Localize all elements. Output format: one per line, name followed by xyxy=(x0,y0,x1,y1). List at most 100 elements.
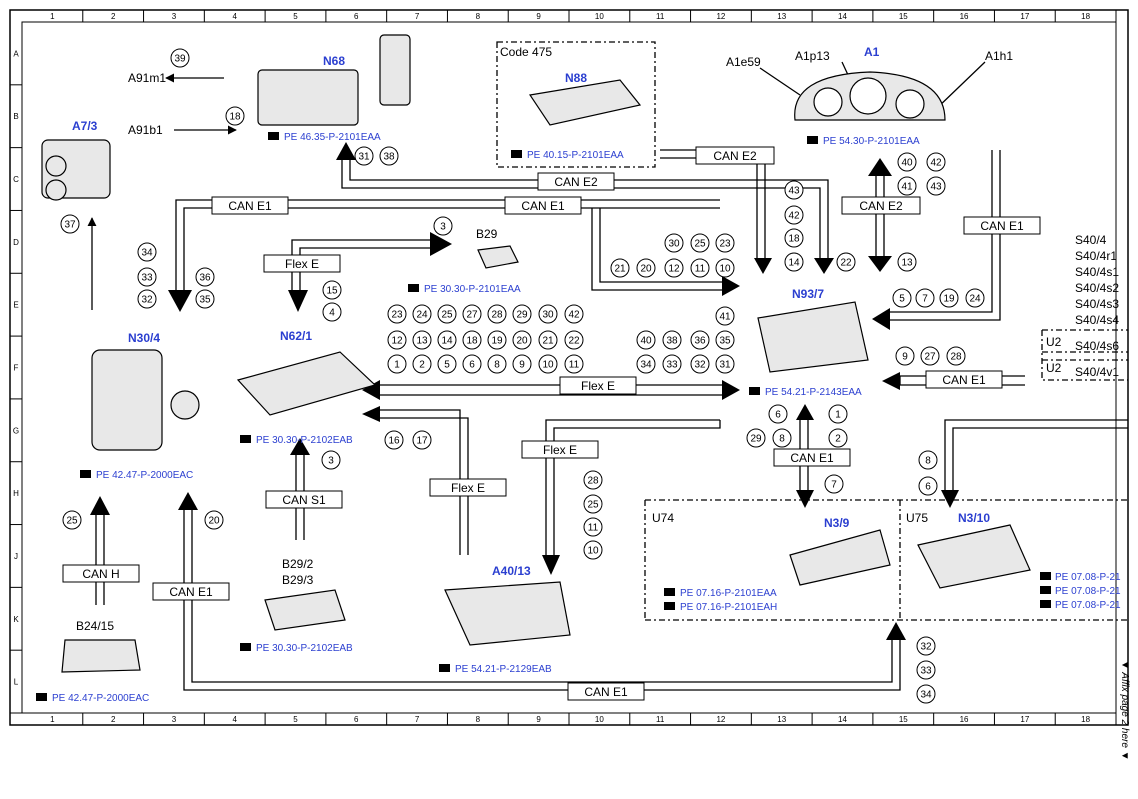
svg-text:2: 2 xyxy=(419,360,425,371)
n621-label[interactable]: N62/1 xyxy=(280,329,312,343)
pin-marker: 20 xyxy=(512,330,532,350)
bus-label-can-e1-mid[interactable]: CAN E1 xyxy=(504,196,582,215)
a4013-shape xyxy=(444,581,571,646)
pin-marker: 32 xyxy=(137,289,157,309)
svg-text:34: 34 xyxy=(920,690,932,701)
reference-book-icon xyxy=(268,132,279,140)
a73-port-2 xyxy=(45,179,67,201)
svg-text:29: 29 xyxy=(516,310,528,321)
svg-text:43: 43 xyxy=(788,186,800,197)
bus-label-can-e1-h[interactable]: CAN E1 xyxy=(773,448,851,467)
pin-marker: 40 xyxy=(897,152,917,172)
pin-marker: 18 xyxy=(462,330,482,350)
bus-label-can-e1-bottom[interactable]: CAN E1 xyxy=(567,682,645,701)
bus-label-can-e2-top[interactable]: CAN E2 xyxy=(695,146,775,165)
ref-b293[interactable]: PE 30.30-P-2102EAB xyxy=(256,643,353,654)
ref-n310-c[interactable]: PE 07.08-P-21 xyxy=(1055,600,1121,611)
svg-text:5: 5 xyxy=(899,294,905,305)
n88-label[interactable]: N88 xyxy=(565,71,587,85)
svg-text:22: 22 xyxy=(840,258,852,269)
svg-text:CAN E1: CAN E1 xyxy=(980,219,1024,233)
grid-col-label-top: 8 xyxy=(476,12,481,21)
svg-text:35: 35 xyxy=(199,295,211,306)
bus-label-flex-e-d[interactable]: Flex E xyxy=(263,254,341,273)
svg-text:CAN E1: CAN E1 xyxy=(521,199,565,213)
svg-text:5: 5 xyxy=(444,360,450,371)
bus-label-flex-e-f[interactable]: Flex E xyxy=(559,376,637,395)
svg-text:8: 8 xyxy=(779,434,785,445)
svg-text:38: 38 xyxy=(383,152,395,163)
svg-text:35: 35 xyxy=(719,336,731,347)
svg-text:37: 37 xyxy=(64,220,76,231)
ref-n304[interactable]: PE 42.47-P-2000EAC xyxy=(96,470,193,481)
bus-label-can-e1-f[interactable]: CAN E1 xyxy=(925,370,1003,389)
a1-label[interactable]: A1 xyxy=(864,45,880,59)
grid-col-label-bottom: 15 xyxy=(899,715,908,724)
n39-label[interactable]: N3/9 xyxy=(824,516,850,530)
bus-label-can-e1-right[interactable]: CAN E1 xyxy=(963,216,1041,235)
switch-s404s4: S40/4s4 xyxy=(1075,313,1119,327)
pin-marker: 24 xyxy=(965,288,985,308)
pin-marker: 38 xyxy=(662,330,682,350)
a1h1-label: A1h1 xyxy=(985,49,1013,63)
reference-book-icon xyxy=(408,284,419,292)
b293-label: B29/3 xyxy=(282,573,314,587)
pin-marker: 9 xyxy=(895,346,915,366)
grid-col-label-bottom: 6 xyxy=(354,715,359,724)
bus-label-can-h[interactable]: CAN H xyxy=(62,564,140,583)
ref-n39-b[interactable]: PE 07.16-P-2101EAH xyxy=(680,602,777,613)
code475-label: Code 475 xyxy=(500,45,552,59)
svg-text:Flex E: Flex E xyxy=(451,481,485,495)
bus-label-can-s1[interactable]: CAN S1 xyxy=(265,490,343,509)
pin-marker: 2 xyxy=(412,354,432,374)
bus-label-can-e1-left[interactable]: CAN E1 xyxy=(211,196,289,215)
grid-col-label-bottom: 13 xyxy=(777,715,786,724)
a4013-label[interactable]: A40/13 xyxy=(492,564,531,578)
a1-gauge-2 xyxy=(849,77,887,115)
a73-label[interactable]: A7/3 xyxy=(72,119,98,133)
svg-text:17: 17 xyxy=(416,436,428,447)
u2-label-a: U2 xyxy=(1046,335,1062,349)
svg-text:CAN E1: CAN E1 xyxy=(790,451,834,465)
n68-label[interactable]: N68 xyxy=(323,54,345,68)
svg-text:11: 11 xyxy=(695,264,706,275)
n310-label[interactable]: N3/10 xyxy=(958,511,990,525)
bus-label-can-e2-mid[interactable]: CAN E2 xyxy=(537,172,615,191)
ref-a4013[interactable]: PE 54.21-P-2129EAB xyxy=(455,664,552,675)
ref-n68[interactable]: PE 46.35-P-2101EAA xyxy=(284,132,381,143)
switch-s404s2: S40/4s2 xyxy=(1075,281,1119,295)
pin-marker: 8 xyxy=(487,354,507,374)
bus-label-flex-e-g[interactable]: Flex E xyxy=(521,440,599,459)
grid-row-label: J xyxy=(14,552,18,561)
pin-marker: 5 xyxy=(892,288,912,308)
pin-marker: 41 xyxy=(897,176,917,196)
grid-col-label-top: 4 xyxy=(232,12,237,21)
svg-text:33: 33 xyxy=(141,273,153,284)
ref-a1[interactable]: PE 54.30-P-2101EAA xyxy=(823,136,920,147)
bus-label-can-e1-k[interactable]: CAN E1 xyxy=(152,582,230,601)
ref-n937[interactable]: PE 54.21-P-2143EAA xyxy=(765,387,862,398)
ref-n310-a[interactable]: PE 07.08-P-21 xyxy=(1055,572,1121,583)
ref-n88[interactable]: PE 40.15-P-2101EAA xyxy=(527,150,624,161)
ref-b2415[interactable]: PE 42.47-P-2000EAC xyxy=(52,693,149,704)
svg-text:CAN E2: CAN E2 xyxy=(713,149,757,163)
bus-arrowheads xyxy=(90,142,959,640)
svg-text:40: 40 xyxy=(640,336,652,347)
grid-row-label: C xyxy=(13,175,19,184)
bus-label-flex-e-h[interactable]: Flex E xyxy=(429,478,507,497)
svg-text:8: 8 xyxy=(494,360,500,371)
svg-text:20: 20 xyxy=(516,336,528,347)
u74-label: U74 xyxy=(652,511,674,525)
pin-marker: 30 xyxy=(538,304,558,324)
svg-text:3: 3 xyxy=(328,456,334,467)
component-drawings xyxy=(41,34,1031,673)
ref-b29[interactable]: PE 30.30-P-2101EAA xyxy=(424,284,521,295)
ref-n39-a[interactable]: PE 07.16-P-2101EAA xyxy=(680,588,777,599)
pin-marker: 15 xyxy=(322,280,342,300)
ref-n621[interactable]: PE 30.30-P-2102EAB xyxy=(256,435,353,446)
n304-label[interactable]: N30/4 xyxy=(128,331,160,345)
ref-n310-b[interactable]: PE 07.08-P-21 xyxy=(1055,586,1121,597)
n937-label[interactable]: N93/7 xyxy=(792,287,824,301)
bus-label-can-e2-right[interactable]: CAN E2 xyxy=(841,196,921,215)
grid-col-label-top: 10 xyxy=(595,12,604,21)
